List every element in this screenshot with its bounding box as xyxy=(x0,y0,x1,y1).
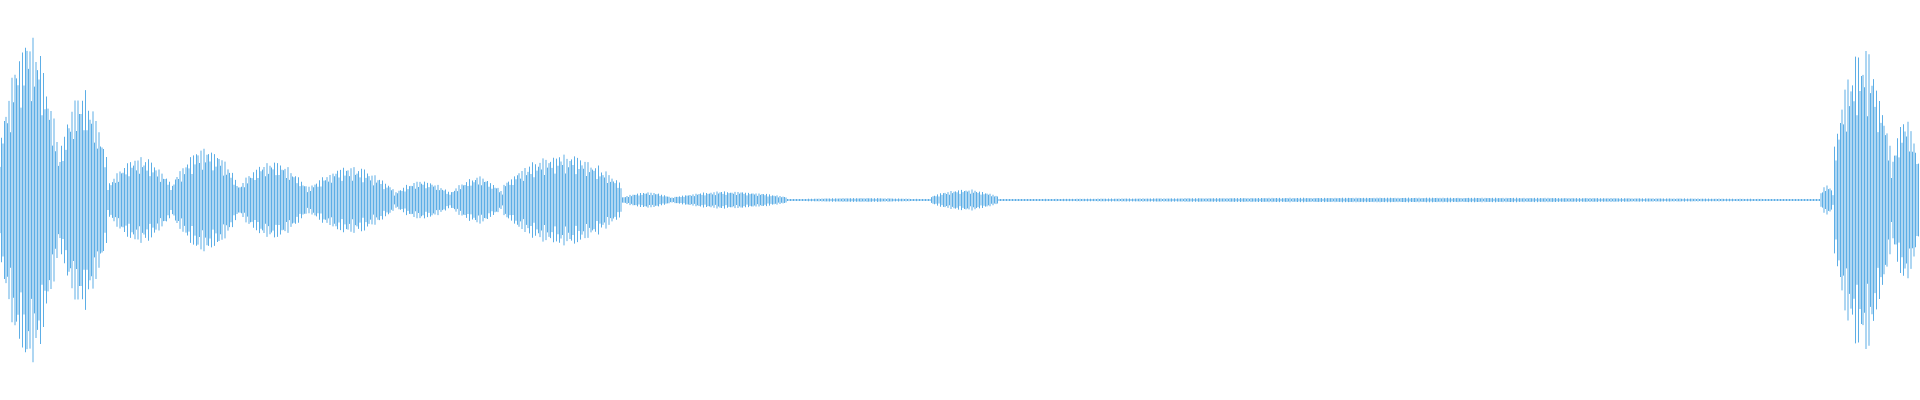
waveform-lines xyxy=(0,37,1919,363)
